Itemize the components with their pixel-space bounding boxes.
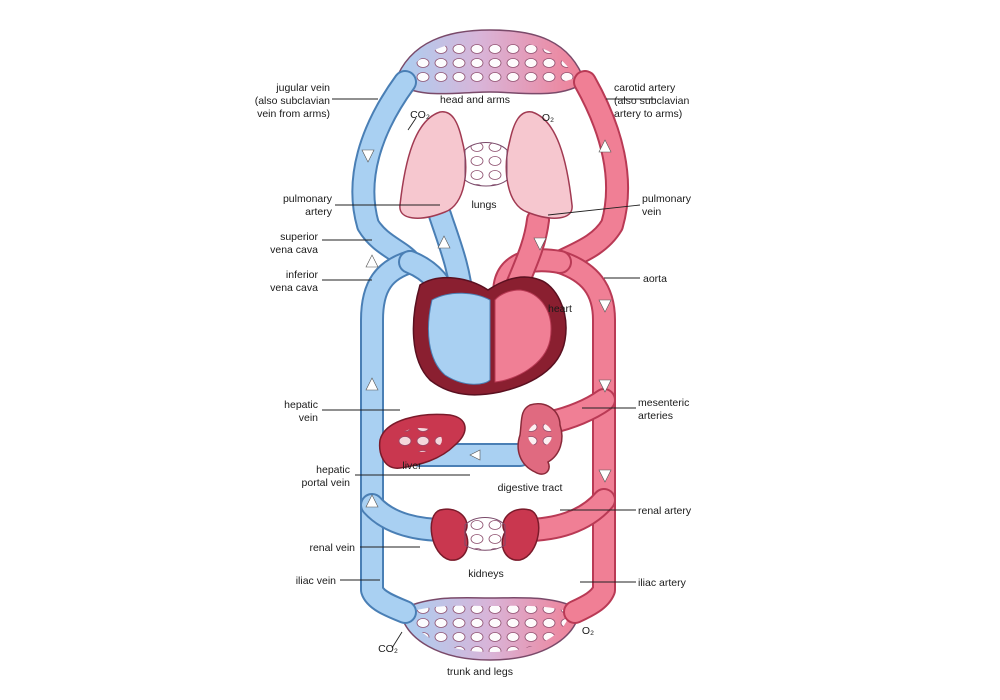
label-inferior-vena-cava-1: inferior — [286, 269, 319, 281]
label-digestive-tract: digestive tract — [498, 482, 563, 494]
label-pulmonary-artery-2: artery — [305, 206, 333, 218]
label-hepatic-vein-1: hepatic — [284, 399, 318, 411]
label-pulmonary-vein-2: vein — [642, 206, 661, 218]
label-aorta: aorta — [643, 273, 667, 285]
label-hepatic-vein-2: vein — [299, 412, 318, 424]
label-kidneys: kidneys — [468, 568, 504, 580]
label-renal-artery: renal artery — [638, 505, 692, 517]
label-trunk-and-legs: trunk and legs — [447, 666, 513, 678]
label-iliac-vein: iliac vein — [296, 575, 336, 587]
label-co2-bottom: CO₂ — [378, 643, 398, 655]
label-lungs: lungs — [471, 199, 496, 211]
label-jugular-vein-2: (also subclavian — [255, 95, 330, 107]
label-carotid-artery-1: carotid artery — [614, 82, 676, 94]
label-heart: heart — [548, 303, 572, 315]
label-iliac-artery: iliac artery — [638, 577, 687, 589]
label-mesenteric-arteries-1: mesenteric — [638, 397, 689, 409]
lungs — [399, 111, 573, 219]
label-o2-bottom: O₂ — [582, 625, 594, 637]
kidneys — [430, 508, 540, 561]
label-o2-top: O₂ — [542, 112, 554, 124]
label-liver: liver — [402, 460, 422, 472]
label-co2-top: CO₂ — [410, 109, 430, 121]
label-head-and-arms: head and arms — [440, 94, 510, 106]
liver — [378, 413, 466, 469]
label-hepatic-portal-vein-1: hepatic — [316, 464, 350, 476]
digestive-tract — [517, 403, 563, 475]
label-jugular-vein-1: jugular vein — [275, 82, 330, 94]
trunk-legs-capillary-bed — [399, 597, 581, 661]
label-pulmonary-artery-1: pulmonary — [283, 193, 333, 205]
heart — [412, 276, 567, 396]
label-superior-vena-cava-2: vena cava — [270, 244, 318, 256]
label-carotid-artery-2: (also subclavian — [614, 95, 689, 107]
label-renal-vein: renal vein — [309, 542, 355, 554]
leader-lines — [322, 98, 656, 649]
label-mesenteric-arteries-2: arteries — [638, 410, 673, 422]
label-hepatic-portal-vein-2: portal vein — [302, 477, 351, 489]
labels: head and arms jugular vein (also subclav… — [255, 82, 692, 678]
label-inferior-vena-cava-2: vena cava — [270, 282, 318, 294]
label-jugular-vein-3: vein from arms) — [257, 108, 330, 120]
label-superior-vena-cava-1: superior — [280, 231, 318, 243]
label-carotid-artery-3: artery to arms) — [614, 108, 682, 120]
flow-arrows — [361, 139, 612, 508]
label-pulmonary-vein-1: pulmonary — [642, 193, 692, 205]
head-arms-capillary-bed — [394, 29, 586, 95]
